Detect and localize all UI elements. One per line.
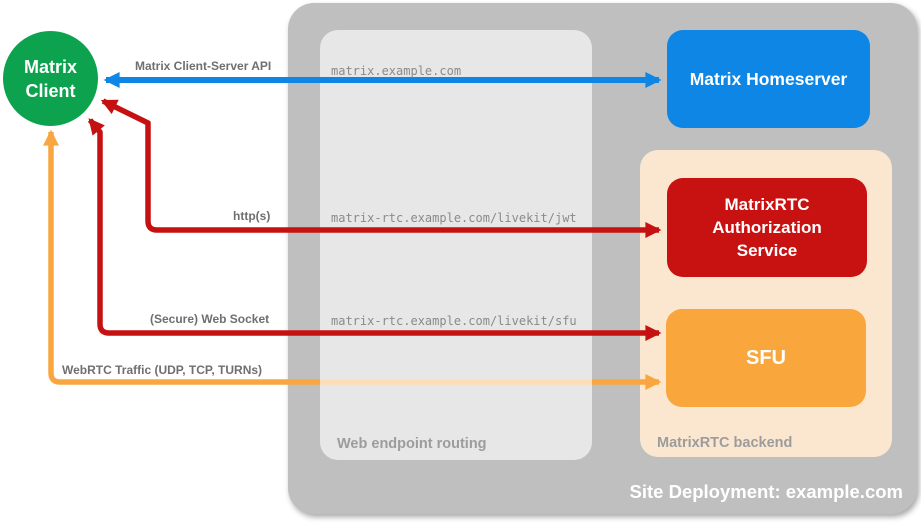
livekit-jwt-endpoint-url: matrix-rtc.example.com/livekit/jwt <box>331 211 577 225</box>
matrixrtc-backend-caption: MatrixRTC backend <box>657 435 793 451</box>
matrix-homeserver-node: Matrix Homeserver <box>667 30 870 128</box>
matrix-endpoint-url: matrix.example.com <box>331 64 462 78</box>
client-server-api-arrow-label: Matrix Client-Server API <box>135 59 272 73</box>
sfu-label: SFU <box>746 346 786 369</box>
webrtc-traffic-arrow <box>43 129 662 390</box>
https-arrow-label: http(s) <box>233 209 271 223</box>
matrixrtc-auth-service-label: MatrixRTC Authorization Service <box>712 195 822 260</box>
matrix-homeserver-label: Matrix Homeserver <box>689 68 848 89</box>
sfu-node: SFU <box>666 309 866 407</box>
livekit-sfu-endpoint-url: matrix-rtc.example.com/livekit/sfu <box>331 314 577 328</box>
webrtc-traffic-arrow-label: WebRTC Traffic (UDP, TCP, TURNs) <box>62 363 263 377</box>
matrix-client-label: Matrix Client <box>23 56 77 101</box>
web-endpoint-routing-container <box>320 30 592 460</box>
site-deployment-caption: Site Deployment: example.com <box>629 481 903 502</box>
websocket-arrow-label: (Secure) Web Socket <box>150 312 270 326</box>
web-endpoint-routing-caption: Web endpoint routing <box>337 436 487 452</box>
matrixrtc-auth-service-node: MatrixRTC Authorization Service <box>667 178 867 277</box>
matrix-client-node: Matrix Client <box>3 31 98 126</box>
websocket-sfu-arrow <box>87 118 662 341</box>
